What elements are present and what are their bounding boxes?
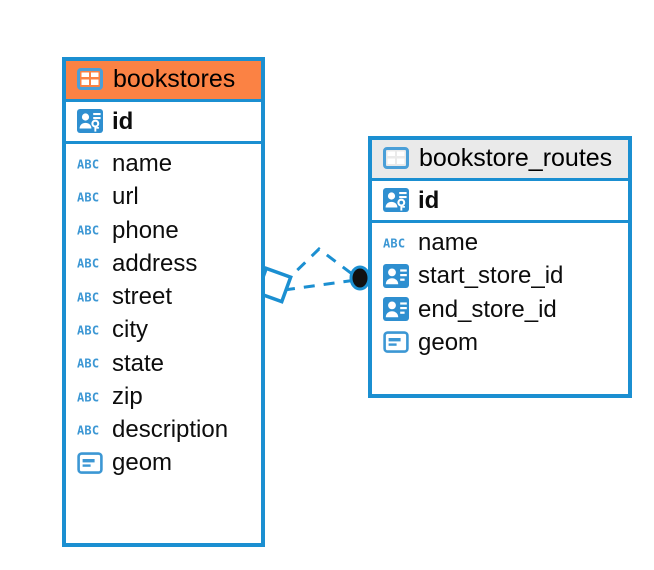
- text-abc-icon: ABC: [76, 250, 104, 276]
- field-row-name[interactable]: ABC name: [372, 226, 628, 259]
- field-row-primary-key[interactable]: id: [372, 181, 628, 220]
- field-row-address[interactable]: ABC address: [66, 247, 261, 280]
- field-label: description: [112, 416, 229, 444]
- svg-text:ABC: ABC: [77, 323, 99, 337]
- entity-bookstore-routes[interactable]: bookstore_routes id: [368, 136, 632, 398]
- table-icon: [382, 145, 410, 171]
- text-abc-icon: ABC: [76, 417, 104, 443]
- text-abc-icon: ABC: [76, 384, 104, 410]
- primary-key-section-bookstore-routes: id: [372, 177, 628, 224]
- svg-text:ABC: ABC: [77, 224, 99, 238]
- field-label: url: [112, 183, 139, 211]
- primary-key-icon: [382, 187, 410, 213]
- svg-text:ABC: ABC: [383, 236, 405, 250]
- field-row-geom[interactable]: geom: [372, 326, 628, 359]
- primary-key-icon: [76, 108, 104, 134]
- field-label: geom: [112, 449, 173, 477]
- table-icon: [76, 66, 104, 92]
- entity-header-bookstores[interactable]: bookstores: [66, 61, 261, 99]
- foreign-key-icon: [382, 296, 410, 322]
- field-row-primary-key[interactable]: id: [66, 102, 261, 141]
- field-row-state[interactable]: ABC state: [66, 347, 261, 380]
- geometry-icon: [382, 329, 410, 355]
- field-row-geom[interactable]: geom: [66, 446, 261, 479]
- entity-name-label: bookstore_routes: [419, 144, 613, 172]
- field-label: end_store_id: [418, 295, 557, 323]
- field-row-name[interactable]: ABC name: [66, 147, 261, 180]
- field-label: city: [112, 316, 148, 344]
- svg-text:ABC: ABC: [77, 157, 99, 171]
- svg-text:ABC: ABC: [77, 357, 99, 371]
- field-row-end-store-id[interactable]: end_store_id: [372, 293, 628, 326]
- field-row-start-store-id[interactable]: start_store_id: [372, 259, 628, 292]
- text-abc-icon: ABC: [76, 217, 104, 243]
- relationship-line-lower: [283, 278, 357, 292]
- fields-section-bookstores: ABC name ABC url ABC p: [66, 144, 261, 483]
- field-label: state: [112, 349, 165, 377]
- text-abc-icon: ABC: [76, 151, 104, 177]
- svg-text:ABC: ABC: [77, 390, 99, 404]
- field-row-description[interactable]: ABC description: [66, 413, 261, 446]
- field-row-street[interactable]: ABC street: [66, 280, 261, 313]
- text-abc-icon: ABC: [76, 317, 104, 343]
- fields-section-bookstore-routes: ABC name start_store_id: [372, 223, 628, 362]
- field-label: id: [418, 186, 440, 214]
- field-row-city[interactable]: ABC city: [66, 313, 261, 346]
- field-label: name: [418, 229, 479, 257]
- text-abc-icon: ABC: [76, 350, 104, 376]
- field-row-url[interactable]: ABC url: [66, 180, 261, 213]
- entity-header-bookstore-routes[interactable]: bookstore_routes: [372, 140, 628, 178]
- svg-text:ABC: ABC: [77, 423, 99, 437]
- primary-key-section-bookstores: id: [66, 98, 261, 145]
- field-row-phone[interactable]: ABC phone: [66, 214, 261, 247]
- field-label: phone: [112, 216, 179, 244]
- relationship-line-upper: [281, 247, 357, 286]
- geometry-icon: [76, 450, 104, 476]
- field-label: name: [112, 150, 173, 178]
- entity-bookstores[interactable]: bookstores id: [62, 57, 265, 547]
- field-label: start_store_id: [418, 262, 564, 290]
- field-label: address: [112, 249, 198, 277]
- foreign-key-icon: [382, 263, 410, 289]
- field-row-zip[interactable]: ABC zip: [66, 380, 261, 413]
- field-label: geom: [418, 328, 479, 356]
- filled-circle-marker: [349, 265, 371, 291]
- field-label: street: [112, 283, 173, 311]
- text-abc-icon: ABC: [382, 230, 410, 256]
- entity-name-label: bookstores: [113, 65, 236, 93]
- field-label: zip: [112, 382, 143, 410]
- svg-text:ABC: ABC: [77, 190, 99, 204]
- text-abc-icon: ABC: [76, 184, 104, 210]
- text-abc-icon: ABC: [76, 284, 104, 310]
- svg-text:ABC: ABC: [77, 290, 99, 304]
- svg-text:ABC: ABC: [77, 257, 99, 271]
- field-label: id: [112, 107, 134, 135]
